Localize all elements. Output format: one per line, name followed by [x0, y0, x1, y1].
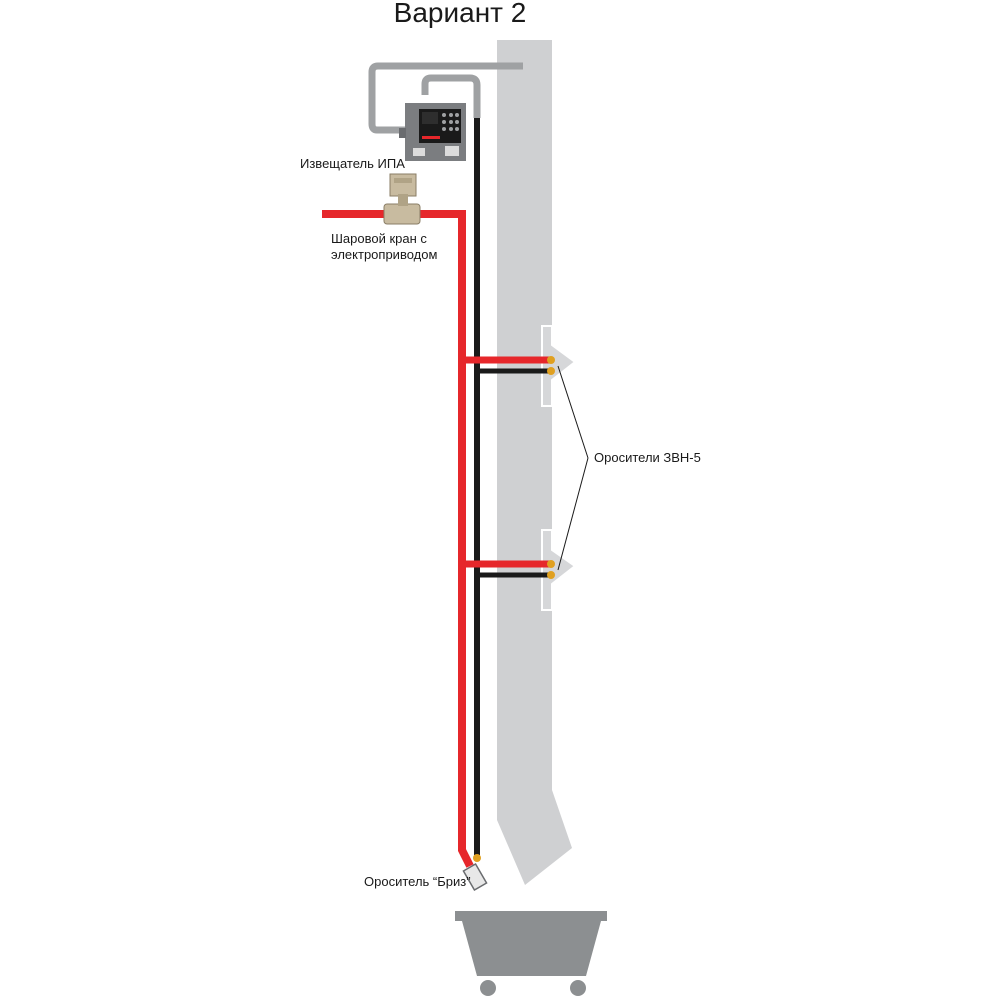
waste-cart — [455, 911, 607, 996]
label-sprinklers-zvn: Оросители ЗВН-5 — [594, 450, 701, 465]
leader-line-upper — [557, 365, 589, 459]
detector-ipa — [389, 173, 417, 197]
sprinkler-zvn-lower — [547, 560, 555, 579]
leader-line-lower — [557, 457, 589, 571]
ball-valve — [383, 194, 421, 225]
diagram-title: Вариант 2 — [394, 0, 527, 28]
sprinkler-zvn-upper — [547, 356, 555, 375]
chute — [497, 40, 572, 885]
sprinkler-briz — [462, 854, 488, 892]
cable-inner — [421, 74, 481, 118]
label-valve-line2: электроприводом — [331, 247, 437, 262]
label-valve-line1: Шаровой кран с — [331, 231, 427, 246]
label-sprinkler-briz: Ороситель “Бриз” — [364, 874, 471, 889]
cable-outer — [368, 62, 523, 134]
control-unit — [399, 103, 466, 161]
label-detector: Извещатель ИПА — [300, 156, 405, 171]
water-pipe-main — [322, 210, 474, 868]
